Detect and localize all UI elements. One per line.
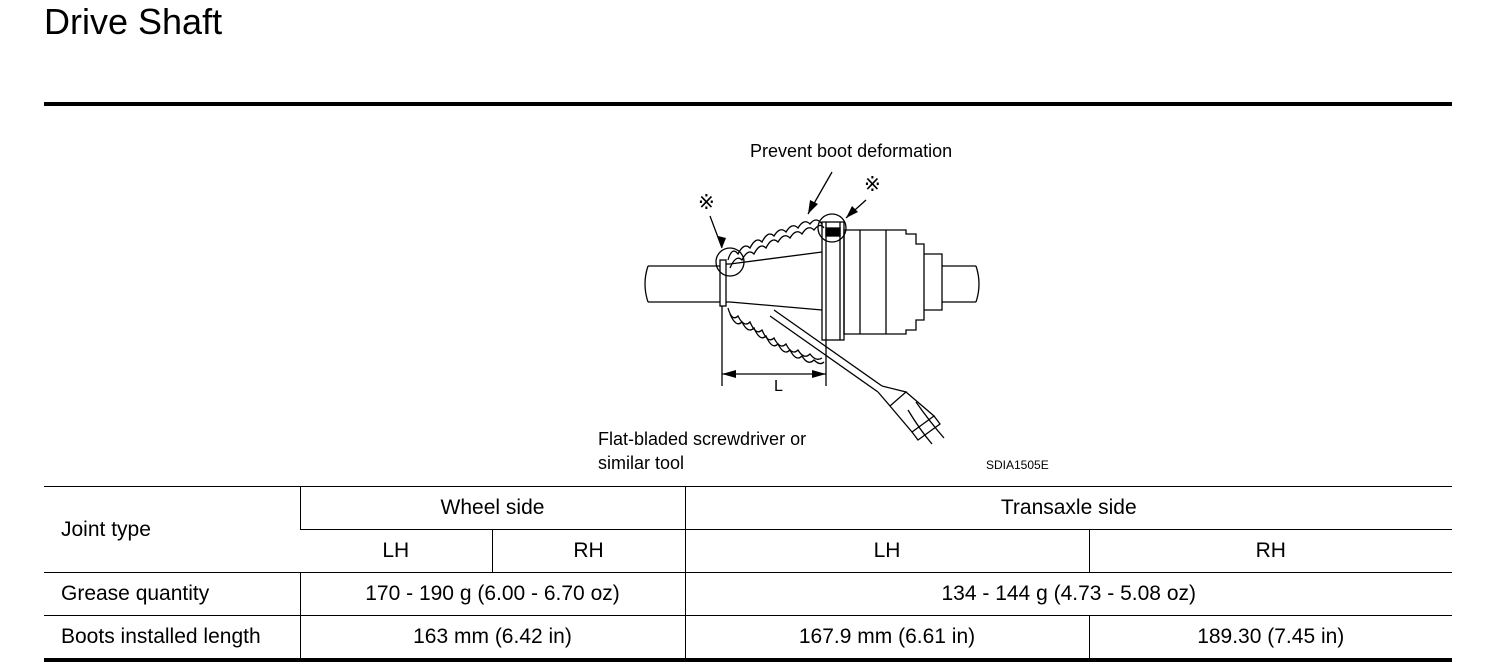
mark-symbol-right: ※ bbox=[864, 174, 881, 196]
boot-top-upper bbox=[727, 219, 823, 261]
stub-collar bbox=[924, 253, 943, 311]
boots-length-wheel: 163 mm (6.42 in) bbox=[299, 615, 685, 662]
dimension-extension-lines bbox=[721, 306, 827, 386]
dimension-arrow-right bbox=[812, 370, 826, 378]
boots-length-label: Boots installed length bbox=[44, 615, 300, 662]
diagram-drawing bbox=[644, 171, 980, 445]
header-joint-type: Joint type bbox=[44, 486, 300, 573]
small-band bbox=[719, 259, 727, 307]
leader-arrow-prevent bbox=[808, 200, 818, 214]
header-row-2: LH RH LH RH bbox=[44, 529, 1452, 573]
header-wheel-side: Wheel side bbox=[299, 486, 685, 530]
boots-length-transaxle-lh: 167.9 mm (6.61 in) bbox=[684, 615, 1089, 662]
right-shaft bbox=[942, 265, 976, 303]
boot-top-lower bbox=[729, 224, 825, 269]
leader-mark-left bbox=[709, 215, 723, 249]
grease-quantity-label: Grease quantity bbox=[44, 572, 300, 616]
header-transaxle-rh: RH bbox=[1088, 529, 1452, 573]
mark-circle-small-end bbox=[715, 247, 745, 277]
row-boots-installed-length: Boots installed length 163 mm (6.42 in) … bbox=[44, 615, 1452, 662]
boots-length-transaxle-rh: 189.30 (7.45 in) bbox=[1088, 615, 1452, 662]
left-shaft-break bbox=[644, 265, 649, 303]
header-transaxle-side: Transaxle side bbox=[684, 486, 1452, 530]
grease-quantity-transaxle: 134 - 144 g (4.73 - 5.08 oz) bbox=[684, 572, 1452, 616]
label-screwdriver-line2: similar tool bbox=[598, 453, 685, 473]
boot-bottom-upper bbox=[727, 307, 823, 360]
leader-arrow-left bbox=[718, 236, 726, 248]
header-wheel-rh: RH bbox=[491, 529, 685, 573]
drive-shaft-spec-table: Joint type Wheel side Transaxle side LH … bbox=[44, 486, 1452, 662]
joint-housing bbox=[843, 229, 925, 335]
mark-circle-large-end bbox=[817, 213, 847, 243]
boot-bottom-lower bbox=[729, 313, 825, 365]
label-screwdriver-line1: Flat-bladed screwdriver or bbox=[598, 429, 807, 449]
band-clip bbox=[825, 227, 841, 237]
header-wheel-lh: LH bbox=[300, 529, 492, 573]
leader-arrow-right bbox=[846, 206, 858, 218]
header-transaxle-lh: LH bbox=[684, 529, 1089, 573]
figure-code: SDIA1505E bbox=[986, 458, 1049, 472]
hand-outline bbox=[907, 401, 945, 445]
page-title: Drive Shaft bbox=[44, 1, 223, 42]
dimension-arrow-left bbox=[722, 370, 736, 378]
drive-shaft-boot-diagram: Prevent boot deformation ※ ※ L Flat-blad… bbox=[560, 130, 1120, 480]
screwdriver-handle bbox=[889, 391, 936, 433]
mark-symbol-left: ※ bbox=[698, 192, 715, 214]
inner-shaft bbox=[729, 251, 823, 311]
left-shaft bbox=[648, 265, 720, 303]
grease-quantity-wheel: 170 - 190 g (6.00 - 6.70 oz) bbox=[299, 572, 685, 616]
label-prevent-boot-deformation: Prevent boot deformation bbox=[750, 141, 953, 161]
row-grease-quantity: Grease quantity 170 - 190 g (6.00 - 6.70… bbox=[44, 572, 1452, 616]
screwdriver-blade bbox=[769, 309, 883, 393]
screwdriver-ferrule bbox=[877, 385, 908, 407]
right-shaft-break bbox=[975, 265, 980, 303]
header-row-1: Joint type Wheel side Transaxle side bbox=[44, 486, 1452, 573]
title-divider bbox=[44, 102, 1452, 106]
label-dimension-l: L bbox=[774, 378, 783, 395]
